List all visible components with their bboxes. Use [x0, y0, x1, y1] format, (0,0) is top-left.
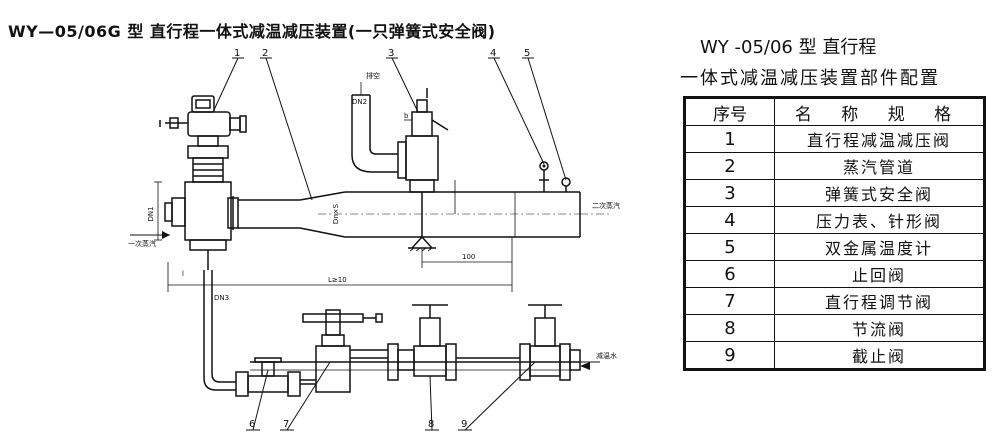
- water-line: [203, 270, 581, 397]
- callout-2: 2: [262, 48, 268, 59]
- flow-arrows: [130, 213, 612, 363]
- dn1-dimension: [154, 181, 162, 241]
- row-number: 4: [684, 206, 775, 234]
- label-exhaust: 排空: [366, 71, 380, 80]
- callout-5: 5: [524, 48, 530, 59]
- row-number: 2: [684, 152, 775, 180]
- label-dn3: DN3: [214, 294, 229, 302]
- steam-pipe: [238, 191, 581, 238]
- callout-7: 7: [283, 419, 289, 430]
- dimension-lines: [167, 180, 513, 292]
- label-dim-100: 100: [462, 253, 475, 261]
- row-number: 7: [684, 287, 775, 315]
- row-name: 直行程减温减压阀: [774, 125, 985, 153]
- row-name: 压力表、针形阀: [774, 206, 985, 234]
- table-header-row: 序号 名 称 规 格: [684, 97, 985, 126]
- label-desuperheat-water: 减温水: [596, 351, 617, 360]
- parts-title-line2: 一体式减温减压装置部件配置: [680, 68, 940, 89]
- parts-title-line1: WY -05/06 型 直行程: [700, 37, 877, 58]
- row-number: 8: [684, 314, 775, 342]
- callout-1: 1: [234, 48, 240, 59]
- pressure-gauge: [539, 161, 549, 192]
- row-name: 节流阀: [774, 314, 985, 342]
- callout-3: 3: [388, 48, 394, 59]
- label-dim-b: b: [404, 112, 409, 120]
- row-name: 蒸汽管道: [774, 152, 985, 180]
- callout-8: 8: [428, 419, 434, 430]
- row-name: 弹簧式安全阀: [774, 179, 985, 207]
- row-number: 3: [684, 179, 775, 207]
- label-length: L≥10: [328, 276, 347, 284]
- label-dn1: DN1: [147, 206, 155, 221]
- callout-6: 6: [249, 419, 255, 430]
- row-number: 1: [684, 125, 775, 153]
- page-title: WY—05/06G 型 直行程一体式减温减压装置(一只弹簧式安全阀): [8, 22, 496, 41]
- header-number: 序号: [684, 97, 775, 126]
- row-number: 6: [684, 260, 775, 288]
- label-dn2: DN2: [352, 98, 367, 106]
- process-diagram: 1 2 3 4 5 6 7 8 9 DN1 DN2 DN3 Dn×S 排空 一次…: [128, 48, 620, 431]
- label-dn-s: Dn×S: [332, 203, 340, 224]
- row-number: 5: [684, 233, 775, 261]
- electric-actuator: [159, 95, 247, 183]
- header-name: 名 称 规 格: [774, 97, 985, 126]
- label-primary-steam: 一次蒸汽: [128, 239, 156, 248]
- reducing-valve-body: [164, 181, 239, 270]
- callout-9: 9: [461, 419, 467, 430]
- row-name: 双金属温度计: [774, 233, 985, 261]
- row-name: 止回阀: [774, 260, 985, 288]
- label-dim-l: l: [182, 270, 184, 278]
- callout-4: 4: [490, 48, 496, 59]
- row-name: 截止阀: [774, 341, 985, 370]
- row-number: 9: [684, 341, 775, 370]
- bimetal-thermometer: [561, 177, 571, 192]
- label-secondary-steam: 二次蒸汽: [592, 201, 620, 210]
- callout-leaders: [213, 57, 567, 431]
- row-name: 直行程调节阀: [774, 287, 985, 315]
- safety-valve: [351, 82, 449, 237]
